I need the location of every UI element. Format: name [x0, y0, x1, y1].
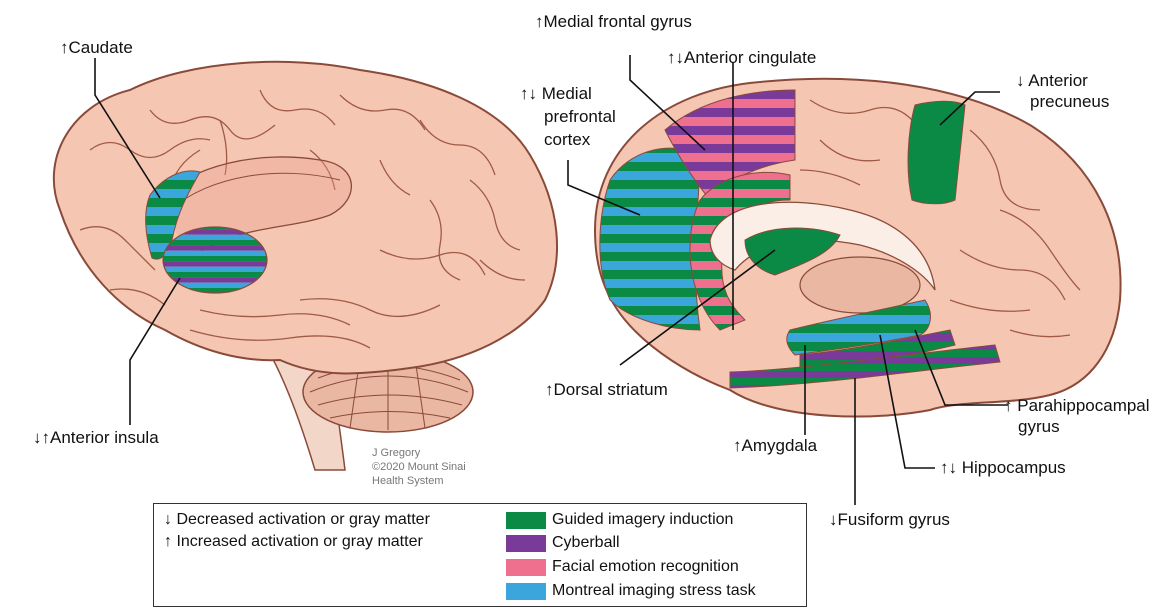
dorsal-striatum-text: Dorsal striatum	[554, 380, 668, 399]
caudate-arrows: ↑	[60, 38, 69, 57]
anterior-cingulate-text: Anterior cingulate	[684, 48, 816, 67]
increased-arrow: ↑	[164, 533, 172, 550]
hippocampus-text: Hippocampus	[962, 458, 1066, 477]
anterior-cingulate-arrows: ↑↓	[667, 48, 684, 67]
medial-prefrontal-arrows: ↑↓	[520, 84, 537, 103]
dorsal-striatum-arrows: ↑	[545, 380, 554, 399]
legend-guided-imagery: Guided imagery induction	[552, 510, 733, 530]
legend-montreal-stress: Montreal imaging stress task	[552, 581, 756, 601]
hippocampus-label: ↑↓ Hippocampus	[940, 458, 1066, 478]
swatch-cyberball	[506, 535, 546, 552]
swatch-montreal-stress	[506, 583, 546, 600]
medial-prefrontal-line1: Medial	[542, 84, 592, 103]
amygdala-text: Amygdala	[742, 436, 818, 455]
lateral-brain	[54, 58, 557, 470]
medial-frontal-gyrus-label: ↑Medial frontal gyrus	[535, 12, 692, 32]
medial-frontal-gyrus-text: Medial frontal gyrus	[544, 12, 692, 31]
image-credit: J Gregory ©2020 Mount Sinai Health Syste…	[372, 446, 466, 488]
legend-facial-emotion: Facial emotion recognition	[552, 557, 739, 577]
credit-line1: J Gregory	[372, 446, 466, 460]
anterior-insula-label: ↓↑Anterior insula	[33, 428, 159, 448]
medial-prefrontal-region	[600, 148, 700, 330]
parahippocampal-gyrus-label: ↑ Parahippocampal gyrus	[1004, 395, 1150, 437]
fusiform-gyrus-arrows: ↓	[829, 510, 838, 529]
anterior-precuneus-label: ↓ Anterior precuneus	[1016, 70, 1109, 112]
legend-cyberball: Cyberball	[552, 533, 620, 553]
anterior-insula-region	[163, 227, 267, 293]
medial-brain	[568, 55, 1121, 505]
medial-prefrontal-line3: cortex	[520, 128, 616, 151]
legend-increased: ↑ Increased activation or gray matter	[164, 532, 423, 552]
credit-line2: ©2020 Mount Sinai	[372, 460, 466, 474]
legend: ↓ Decreased activation or gray matter ↑ …	[153, 503, 807, 607]
amygdala-arrows: ↑	[733, 436, 742, 455]
fusiform-gyrus-label: ↓Fusiform gyrus	[829, 510, 950, 530]
anterior-insula-text: Anterior insula	[50, 428, 159, 447]
medial-prefrontal-line2: prefrontal	[520, 105, 616, 128]
anterior-insula-arrows: ↓↑	[33, 428, 50, 447]
caudate-label: ↑Caudate	[60, 38, 133, 58]
caudate-text: Caudate	[69, 38, 133, 57]
medial-frontal-gyrus-arrows: ↑	[535, 12, 544, 31]
parahippocampal-line2: gyrus	[1004, 416, 1150, 437]
dorsal-striatum-label: ↑Dorsal striatum	[545, 380, 668, 400]
anterior-precuneus-line2: precuneus	[1016, 91, 1109, 112]
credit-line3: Health System	[372, 474, 466, 488]
anterior-precuneus-arrows: ↓	[1016, 71, 1025, 90]
legend-decreased: ↓ Decreased activation or gray matter	[164, 510, 430, 530]
swatch-guided-imagery	[506, 512, 546, 529]
medial-prefrontal-cortex-label: ↑↓ Medial prefrontal cortex	[520, 82, 616, 151]
decreased-text: Decreased activation or gray matter	[176, 511, 429, 528]
anterior-precuneus-region	[908, 101, 965, 204]
swatch-facial-emotion	[506, 559, 546, 576]
amygdala-label: ↑Amygdala	[733, 436, 817, 456]
decreased-arrow: ↓	[164, 511, 172, 528]
hippocampus-arrows: ↑↓	[940, 458, 957, 477]
increased-text: Increased activation or gray matter	[176, 533, 422, 550]
parahippocampal-arrows: ↑	[1004, 396, 1013, 415]
anterior-precuneus-line1: Anterior	[1028, 71, 1088, 90]
parahippocampal-line1: Parahippocampal	[1017, 396, 1149, 415]
anterior-cingulate-label: ↑↓Anterior cingulate	[667, 48, 816, 68]
fusiform-gyrus-text: Fusiform gyrus	[838, 510, 950, 529]
